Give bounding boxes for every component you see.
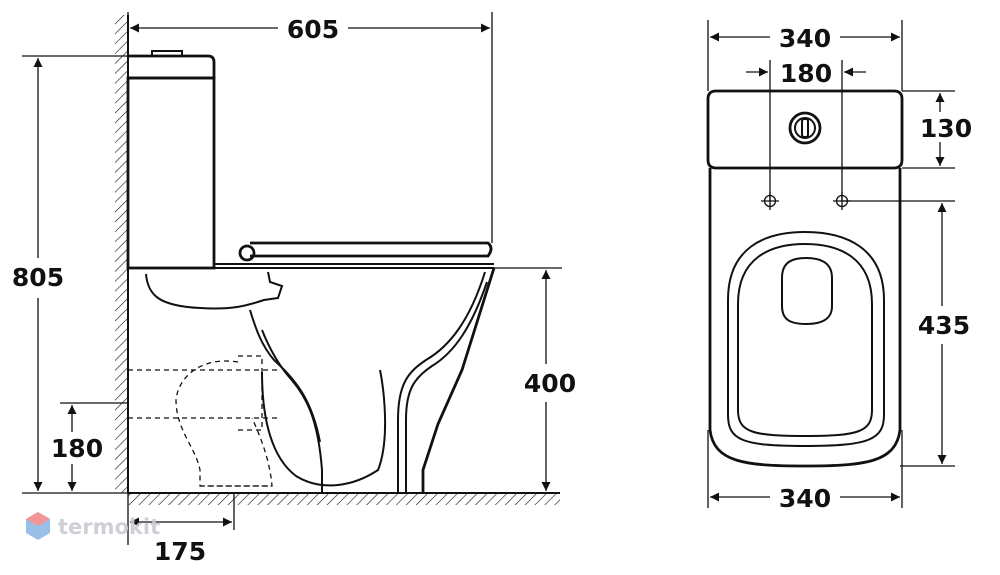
dim-label-175: 175	[154, 537, 206, 566]
watermark: termokit	[26, 512, 160, 540]
outlet-dashed	[128, 355, 280, 487]
dim-label-435: 435	[918, 311, 970, 340]
bowl-top	[708, 168, 902, 468]
dim-bowl-length-435: 435	[842, 200, 970, 467]
dim-tank-depth-130: 130	[902, 90, 972, 169]
watermark-brand: termokit	[58, 515, 160, 539]
bowl-body	[145, 267, 496, 493]
dim-label-180-side: 180	[51, 434, 103, 463]
tank-top	[706, 89, 904, 170]
dim-label-340-top: 340	[779, 24, 831, 53]
dim-label-340-bottom: 340	[779, 484, 831, 513]
dim-outlet-height-180: 180	[51, 402, 128, 491]
dim-height-805: 805	[12, 55, 128, 494]
side-view: 605 805 400 180 175	[12, 12, 576, 566]
dim-outlet-offset-175: 175	[127, 493, 235, 566]
dim-bolt-spacing-180: 180	[746, 59, 866, 201]
wall	[115, 15, 129, 493]
dim-bottom-width-340: 340	[707, 430, 903, 513]
dim-label-605: 605	[287, 15, 339, 44]
seat-lid	[128, 241, 494, 269]
termokit-logo-icon	[26, 512, 50, 540]
dim-width-605: 605	[127, 12, 493, 243]
floor	[128, 492, 560, 505]
cistern	[126, 50, 216, 270]
dim-label-805: 805	[12, 263, 64, 292]
top-view: 340 180 130 435	[706, 20, 972, 513]
dim-top-width-340: 340	[707, 20, 903, 91]
flush-button-icon	[788, 111, 822, 145]
dim-label-400: 400	[524, 369, 576, 398]
dim-label-130: 130	[920, 114, 972, 143]
dim-seat-height-400: 400	[494, 267, 576, 491]
dim-label-180-top: 180	[780, 59, 832, 88]
